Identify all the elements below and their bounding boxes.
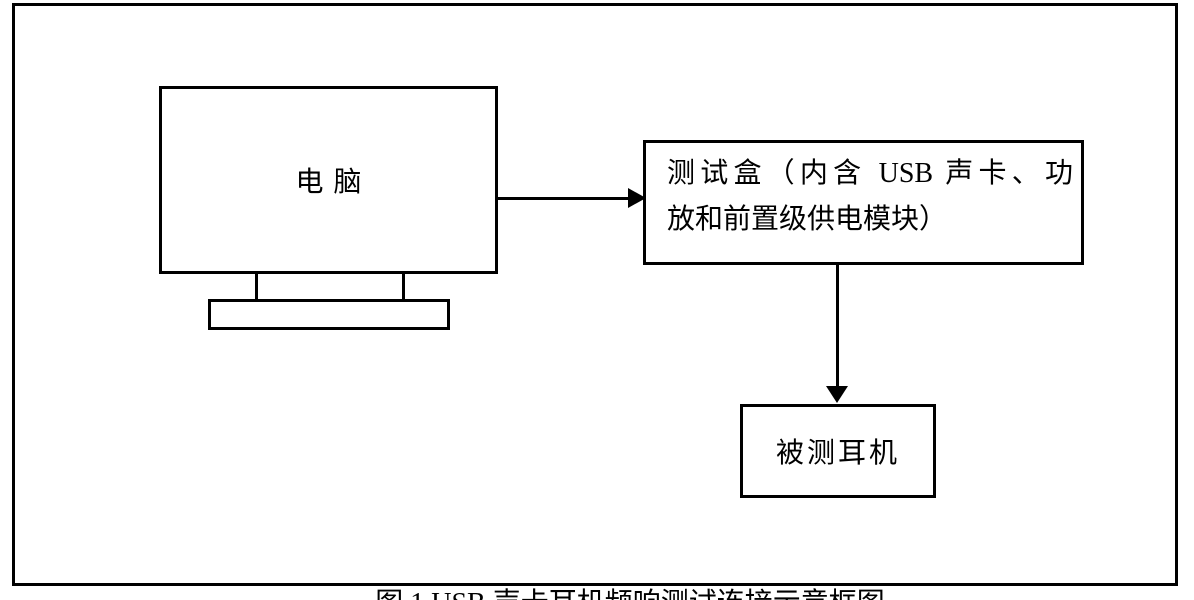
test-box-label-line1: 测试盒（内含 USB 声卡、功	[667, 158, 1073, 189]
arrow-computer-to-testbox	[498, 197, 630, 200]
computer-box: 电脑	[159, 86, 498, 274]
computer-label: 电脑	[295, 167, 372, 198]
figure-caption-cropped: 图 1 USB 声卡耳机频响测试连接示意框图	[0, 590, 1194, 600]
test-box: 测试盒（内含 USB 声卡、功 放和前置级供电模块）	[643, 140, 1084, 265]
arrow-testbox-to-headphone	[836, 265, 839, 387]
headphone-box: 被测耳机	[740, 404, 936, 498]
monitor-stand-neck	[255, 274, 405, 300]
arrowhead-right-icon	[628, 188, 646, 208]
monitor-stand-base	[208, 299, 450, 330]
arrowhead-down-icon	[826, 386, 848, 403]
headphone-label: 被测耳机	[775, 438, 900, 469]
outer-frame	[12, 3, 1178, 586]
test-box-label-line2: 放和前置级供电模块）	[667, 204, 948, 235]
